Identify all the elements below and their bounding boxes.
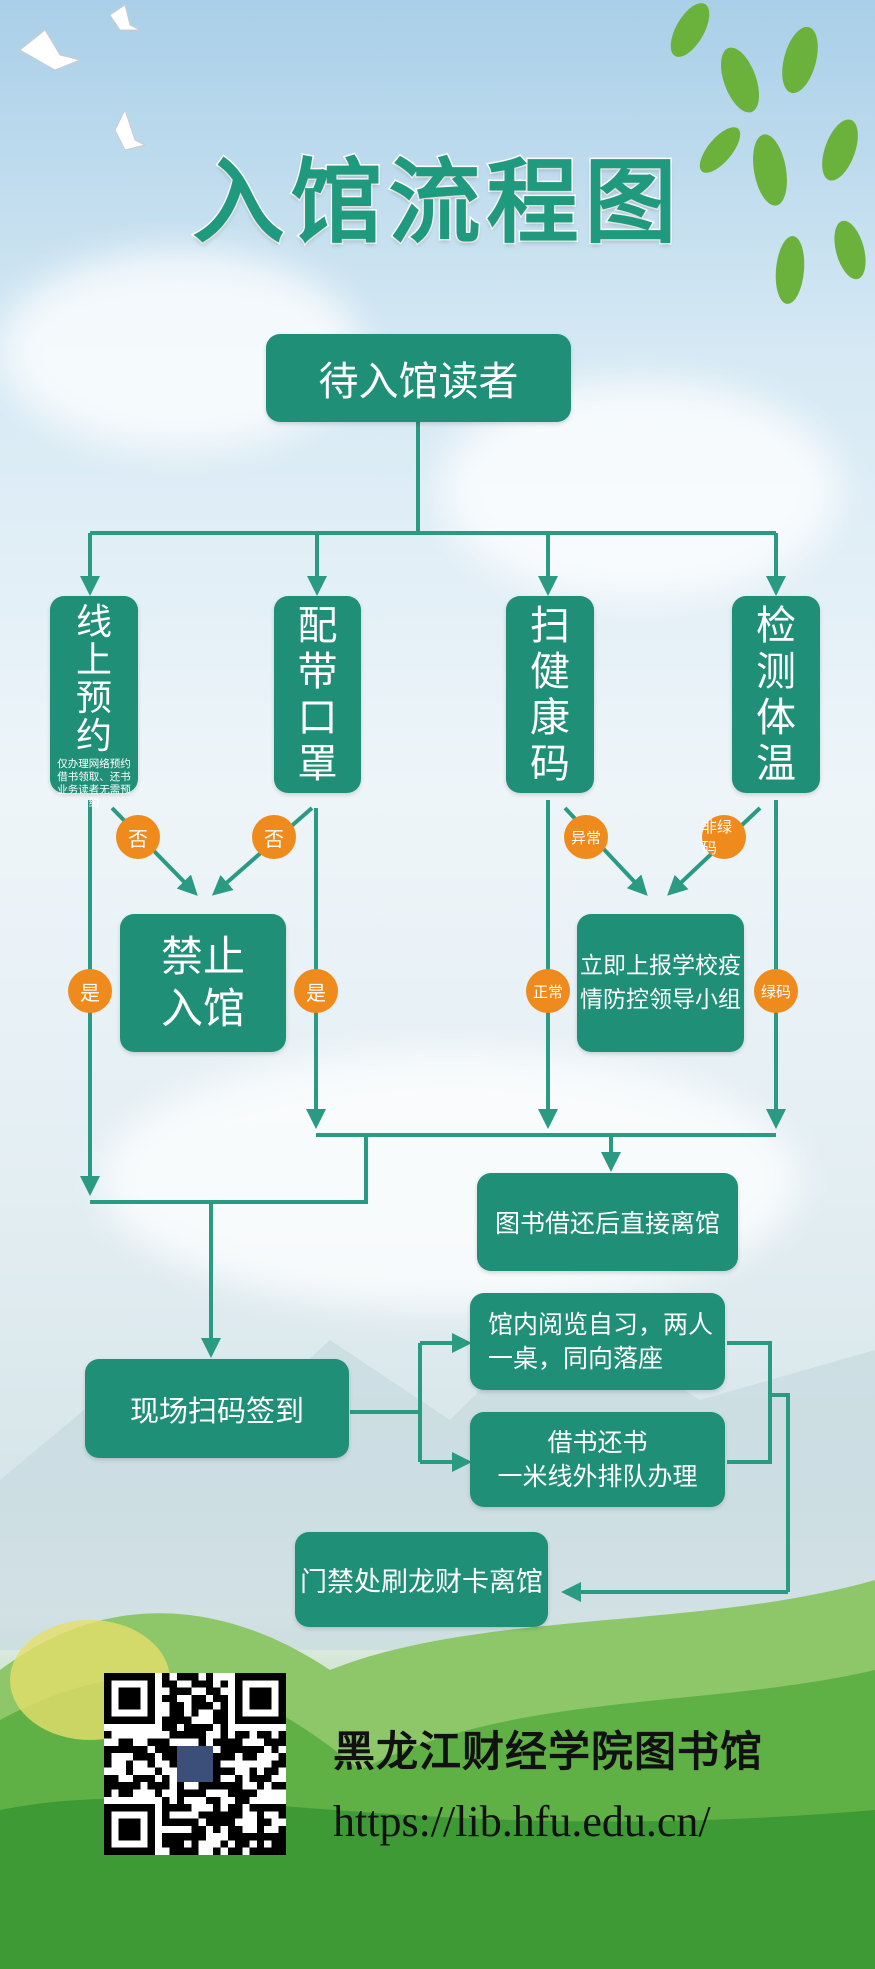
borrow-leave-label: 图书借还后直接离馆 <box>494 1209 720 1238</box>
badge-not-green: 非绿码 <box>702 815 746 859</box>
library-name: 黑龙江财经学院图书馆 <box>333 1727 764 1776</box>
badge-green: 绿码 <box>754 969 798 1013</box>
report-node: 立即上报学校疫情防控领导小组 <box>577 914 744 1052</box>
check-online-booking: 线上预约 仅办理网络预约借书领取、还书业务读者无需预约 <box>50 596 138 809</box>
report-label: 情防控领导小组 <box>580 987 741 1013</box>
badge-no: 否 <box>116 815 160 859</box>
reading-node: 馆内阅览自习，两人一桌，同向落座 <box>470 1293 725 1390</box>
exit-label: 门禁处刷龙财卡离馆 <box>300 1567 543 1598</box>
check-label: 罩 <box>297 740 338 787</box>
signin-node: 现场扫码签到 <box>85 1359 349 1458</box>
qr-code[interactable] <box>104 1673 286 1855</box>
qr-code-image <box>104 1673 286 1855</box>
reading-label: 馆内阅览自习，两人 <box>488 1309 714 1339</box>
check-label: 检 <box>756 602 796 649</box>
leaves-decoration <box>670 3 866 304</box>
check-label: 线 <box>75 602 112 643</box>
borrowing-node: 借书还书一米线外排队办理 <box>470 1412 725 1507</box>
borrow-leave-node: 图书借还后直接离馆 <box>477 1173 738 1271</box>
badge-abnormal: 异常 <box>564 815 608 859</box>
report-label: 立即上报学校疫 <box>580 953 741 979</box>
check-label: 预 <box>75 678 112 719</box>
check-label: 约 <box>75 716 112 757</box>
doves-decoration <box>19 4 147 151</box>
check-label: 码 <box>530 740 570 787</box>
badge-yes: 是 <box>68 969 112 1013</box>
check-label: 温 <box>756 740 796 787</box>
check-label: 测 <box>756 648 796 695</box>
deny-label: 禁止 <box>160 932 245 981</box>
exit-node: 门禁处刷龙财卡离馆 <box>295 1532 548 1627</box>
borrowing-label: 借书还书 <box>547 1427 648 1457</box>
page-title: 入馆流程图 <box>191 148 683 258</box>
badge-no: 否 <box>252 815 296 859</box>
signin-label: 现场扫码签到 <box>129 1393 304 1428</box>
check-label: 体 <box>756 694 796 741</box>
check-label: 带 <box>297 648 338 695</box>
check-health-code: 扫健康码 <box>506 596 594 793</box>
start-node: 待入馆读者 <box>266 334 571 422</box>
badge-yes: 是 <box>294 969 338 1013</box>
deny-label: 入馆 <box>160 984 245 1033</box>
check-mask: 配带口罩 <box>274 596 361 793</box>
check-note: 仅办理网络预约借书领取、还书业务读者无需预约 <box>57 758 131 809</box>
check-temperature: 检测体温 <box>732 596 820 793</box>
reading-label: 一桌，同向落座 <box>488 1343 664 1373</box>
check-label: 康 <box>530 694 570 741</box>
library-url[interactable]: https://lib.hfu.edu.cn/ <box>333 1797 711 1846</box>
check-label: 健 <box>530 648 570 695</box>
start-label: 待入馆读者 <box>318 359 519 405</box>
deny-entry-node: 禁止入馆 <box>120 914 286 1052</box>
badge-normal: 正常 <box>526 969 570 1013</box>
check-label: 配 <box>297 602 338 649</box>
borrowing-label: 一米线外排队办理 <box>497 1461 698 1491</box>
check-label: 扫 <box>530 602 570 649</box>
check-label: 口 <box>297 694 338 741</box>
check-label: 上 <box>75 640 112 681</box>
